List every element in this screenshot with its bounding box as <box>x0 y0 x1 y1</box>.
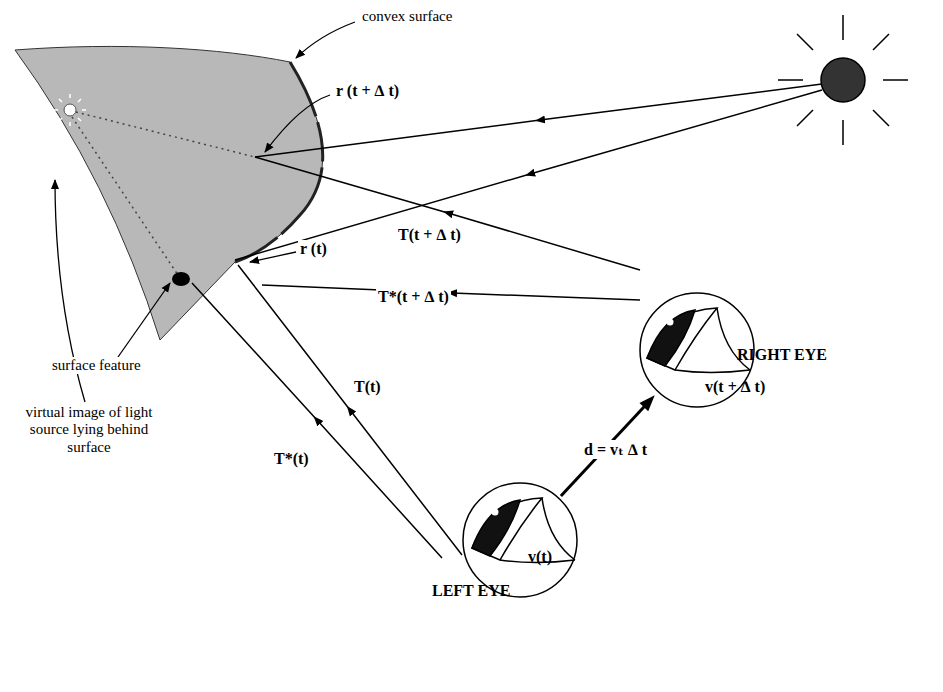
eye-circle: v(t + ∆ t)RIGHT EYE <box>639 292 755 408</box>
virtual-light-image <box>54 94 86 126</box>
circle-outline <box>462 482 578 598</box>
eye-circle: v(t)LEFT EYE <box>462 482 578 598</box>
edge-label: d = vₜ ∆ t <box>582 440 649 459</box>
annotation-label: T(t + ∆ t) <box>396 226 463 244</box>
leader-lines <box>55 22 355 402</box>
surface-edge <box>235 62 323 262</box>
displacement-arrow <box>561 395 655 496</box>
annotation-label: r (t + ∆ t) <box>334 82 401 100</box>
eye-drawing <box>472 308 750 563</box>
convex-surface <box>15 46 323 340</box>
annotation-label: virtual image of light source lying behi… <box>12 404 166 456</box>
virtual-ray <box>72 112 255 278</box>
eye-velocity-label: v(t + ∆ t) <box>705 378 765 396</box>
light-source <box>778 15 908 145</box>
eye-velocity-label: v(t) <box>528 548 552 566</box>
annotation-label: convex surface <box>360 8 454 25</box>
surface-feature-dot <box>172 272 190 286</box>
eye-name: RIGHT EYE <box>737 346 827 364</box>
eye-name: LEFT EYE <box>432 582 510 600</box>
light-rays <box>192 84 822 558</box>
annotation-label: surface feature <box>50 357 143 374</box>
annotation-label: T*(t) <box>272 450 311 468</box>
annotation-label: T*(t + ∆ t) <box>376 288 451 306</box>
annotation-label: r (t) <box>298 240 329 258</box>
annotation-label: T(t) <box>352 378 383 396</box>
